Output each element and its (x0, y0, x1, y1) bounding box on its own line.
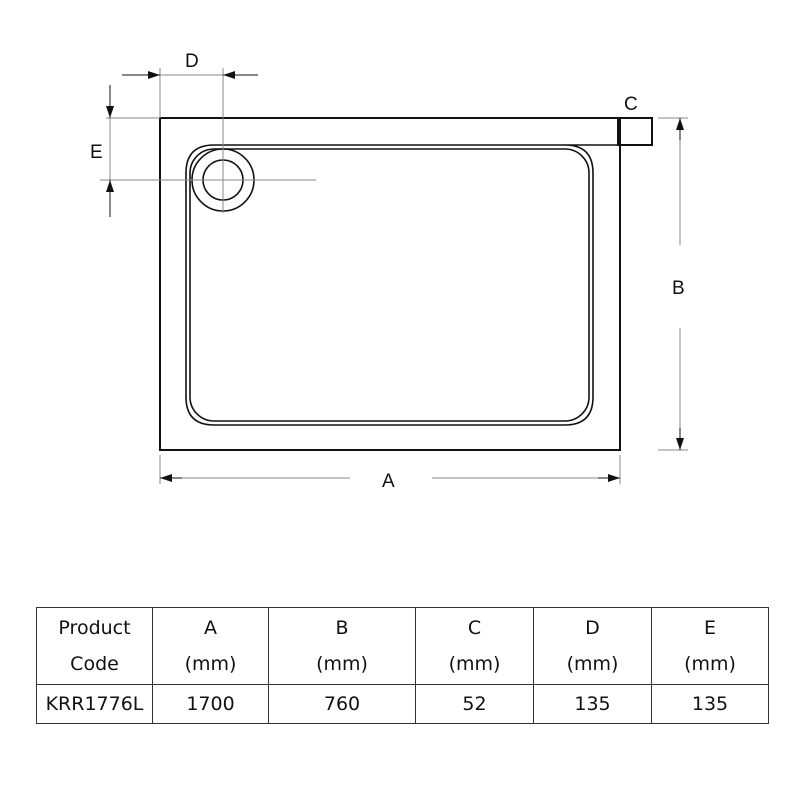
label-e: E (90, 142, 103, 163)
header-a: A(mm) (152, 607, 269, 685)
header-c: C(mm) (415, 607, 534, 685)
cell-b: 760 (268, 684, 416, 724)
cell-c: 52 (415, 684, 534, 724)
header-b: B(mm) (268, 607, 416, 685)
tray-inner-rim (185, 144, 620, 426)
label-a: A (382, 471, 395, 492)
label-d: D (185, 51, 199, 72)
cell-d: 135 (533, 684, 652, 724)
tray-outline (159, 117, 621, 451)
label-b: B (672, 278, 685, 299)
cell-product-code: KRR1776L (36, 684, 153, 724)
header-d: D(mm) (533, 607, 652, 685)
shower-tray-drawing: C D E A B (90, 51, 688, 492)
label-c: C (624, 94, 638, 115)
cell-e: 135 (651, 684, 769, 724)
lip-c-box (617, 117, 653, 146)
header-e: E(mm) (651, 607, 769, 685)
cell-a: 1700 (152, 684, 269, 724)
table-row: KRR1776L 1700 760 52 135 135 (36, 684, 769, 724)
